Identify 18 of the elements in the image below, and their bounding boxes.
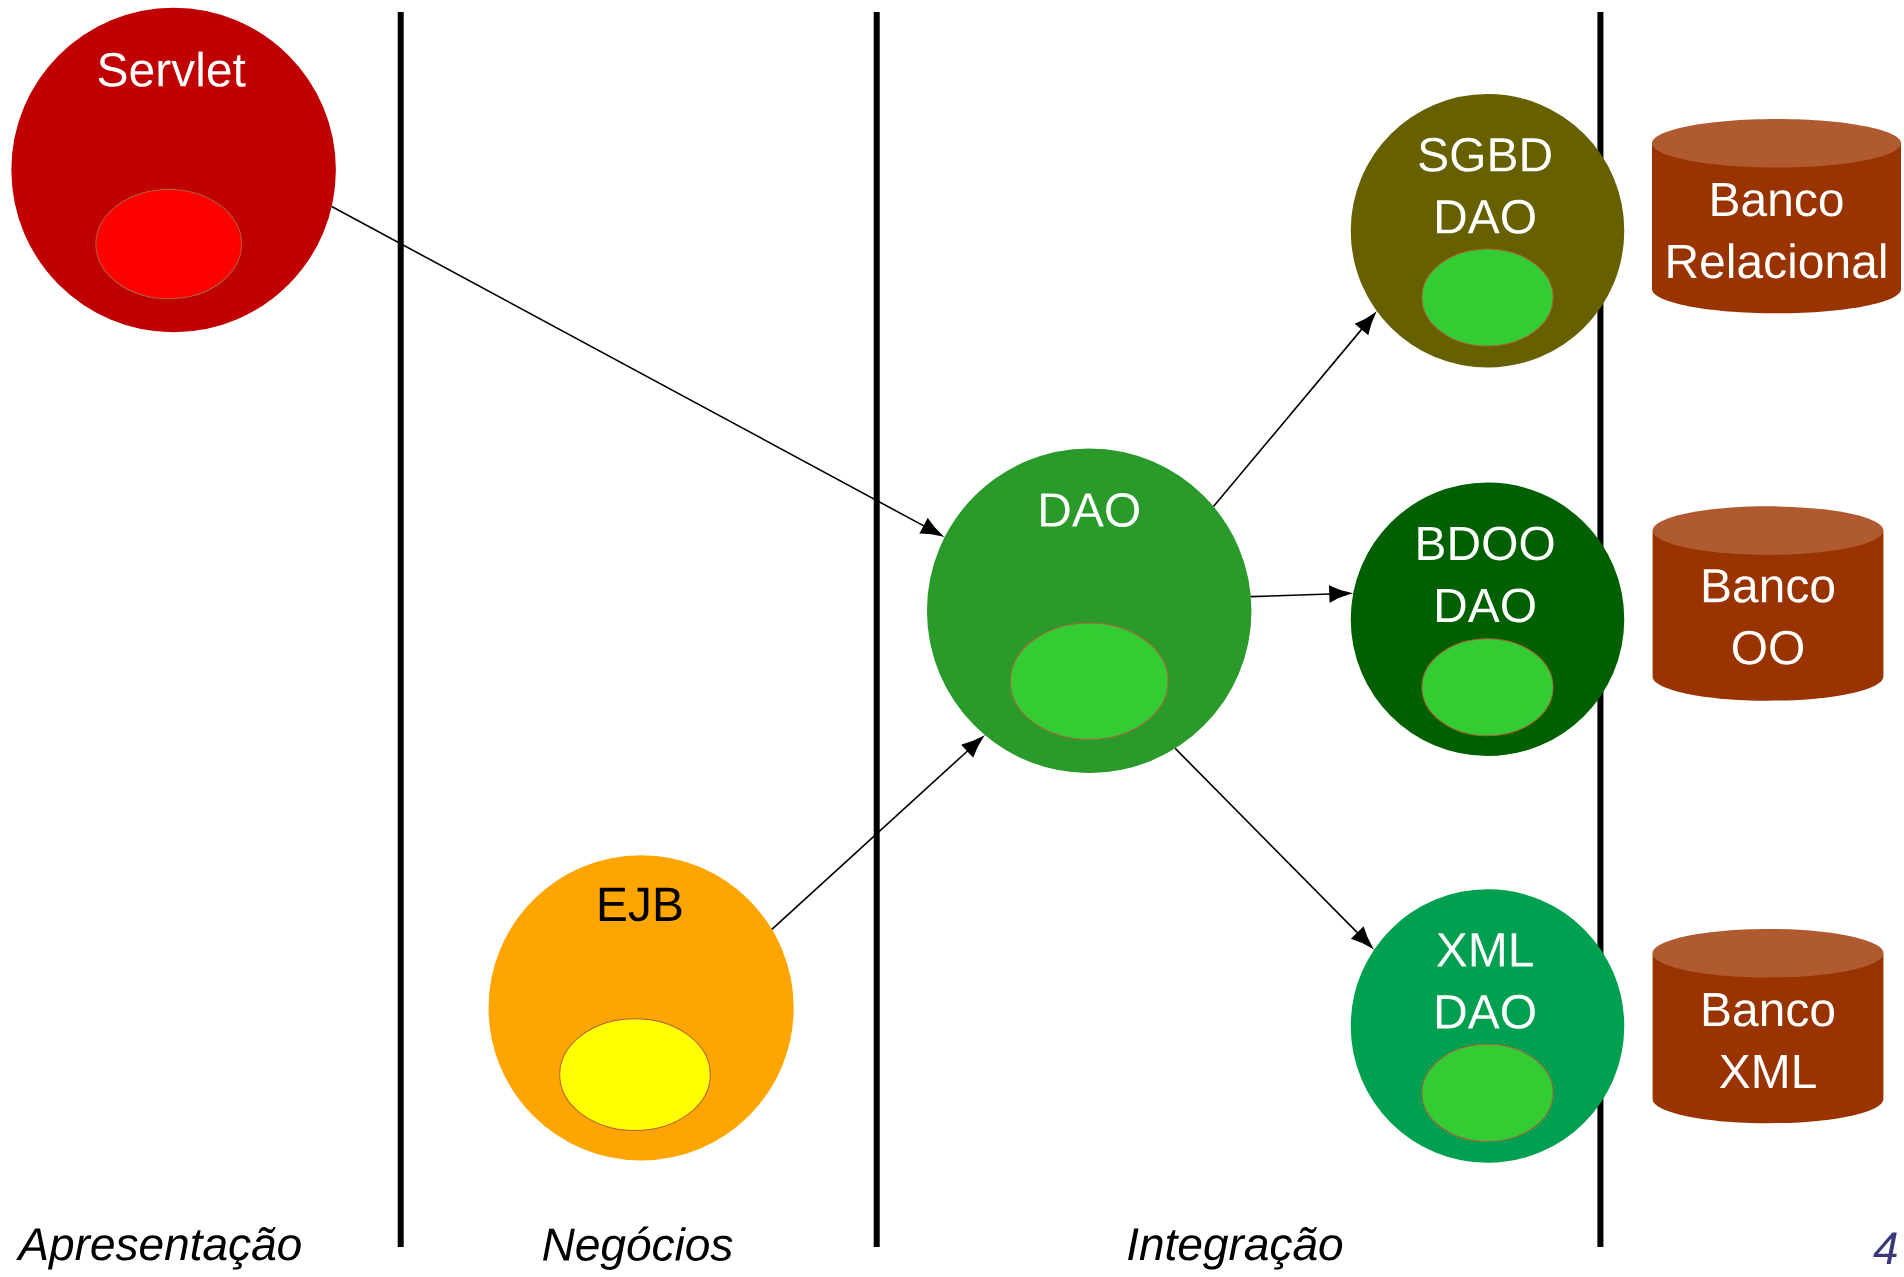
database-cylinder: Banco OO <box>1652 506 1884 701</box>
inner-ellipse <box>95 188 243 300</box>
inner-ellipse <box>1421 248 1554 347</box>
inner-ellipse <box>1421 638 1554 737</box>
layer-label: 4 <box>1873 1232 1897 1265</box>
arrow <box>1174 747 1373 949</box>
inner-ellipse <box>1421 1043 1554 1142</box>
layer-label: Apresentação <box>16 1227 301 1270</box>
layer-label: Negócios <box>543 1226 733 1270</box>
arrow <box>330 205 943 537</box>
arrow <box>1212 312 1376 508</box>
database-cylinder: Banco XML <box>1652 928 1884 1124</box>
database-cylinder: Banco Relacional <box>1652 119 1901 314</box>
inner-ellipse <box>559 1018 711 1132</box>
arrow <box>771 736 984 931</box>
arrow <box>1250 585 1351 603</box>
inner-ellipse <box>1009 622 1169 740</box>
layer-label: Integração <box>1128 1227 1343 1270</box>
